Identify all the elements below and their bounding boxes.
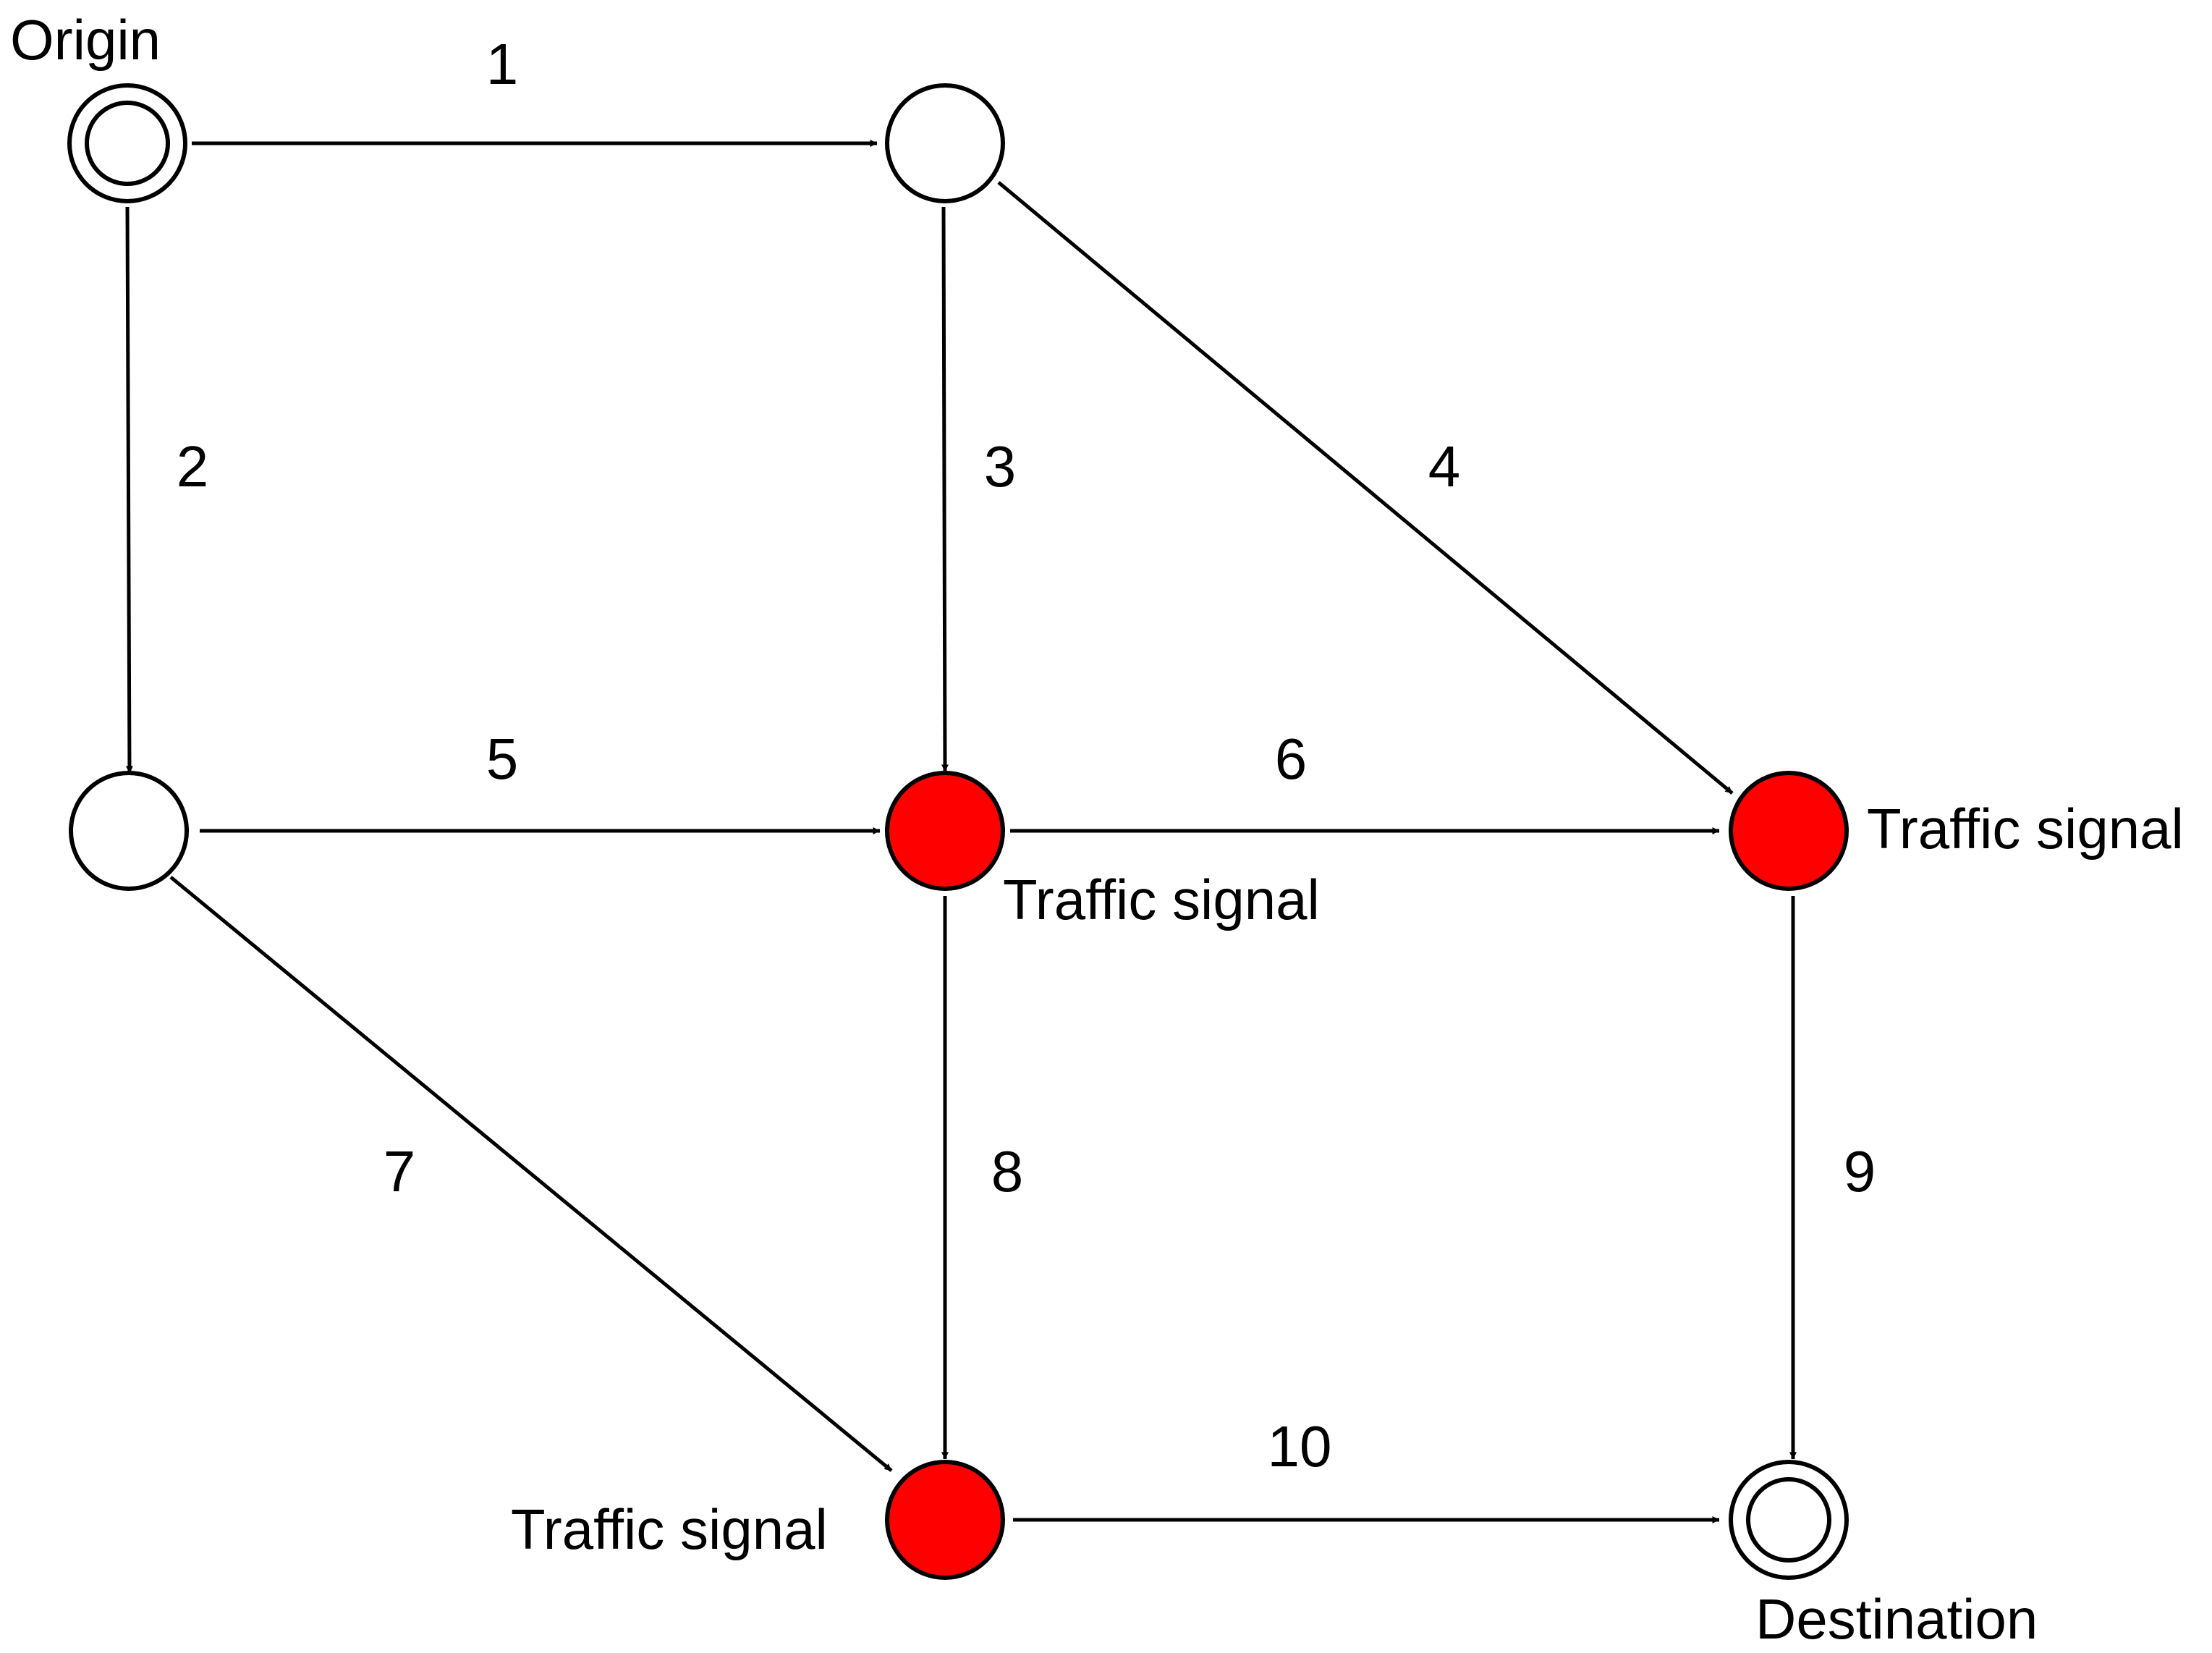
edge-4	[997, 181, 1734, 795]
edge-label-3: 3	[984, 434, 1017, 499]
edge-label-10: 10	[1268, 1414, 1332, 1479]
edge-label-5: 5	[486, 727, 519, 791]
edge-labels: 1 2 3 4 5 6 7 8 9 10	[177, 32, 1876, 1479]
origin-node	[67, 83, 187, 203]
edges	[125, 140, 1797, 1523]
edge-3	[941, 206, 949, 772]
junction-node-top	[885, 83, 1005, 203]
edge-label-7: 7	[384, 1139, 416, 1204]
origin-label: Origin	[10, 8, 161, 72]
edge-label-6: 6	[1275, 727, 1308, 791]
edge-label-8: 8	[991, 1139, 1024, 1204]
edge-label-4: 4	[1428, 434, 1461, 499]
edge-label-1: 1	[486, 32, 519, 96]
junction-node-left	[69, 771, 189, 891]
edge-label-9: 9	[1844, 1139, 1876, 1204]
destination-node	[1729, 1460, 1849, 1580]
edge-label-2: 2	[177, 434, 209, 499]
traffic-signal-label-center: Traffic signal	[1003, 868, 1320, 931]
traffic-signal-node-center	[885, 771, 1005, 891]
traffic-signal-node-right	[1729, 771, 1849, 891]
destination-label: Destination	[1755, 1587, 2038, 1651]
traffic-signal-label-right: Traffic signal	[1867, 797, 2184, 861]
edge-2	[125, 206, 133, 774]
traffic-signal-node-bottom	[885, 1460, 1005, 1580]
edge-7	[169, 876, 893, 1472]
nodes	[67, 83, 1849, 1580]
traffic-signal-label-bottom: Traffic signal	[511, 1497, 828, 1561]
node-captions: Origin Traffic signal Traffic signal Tra…	[10, 8, 2184, 1651]
